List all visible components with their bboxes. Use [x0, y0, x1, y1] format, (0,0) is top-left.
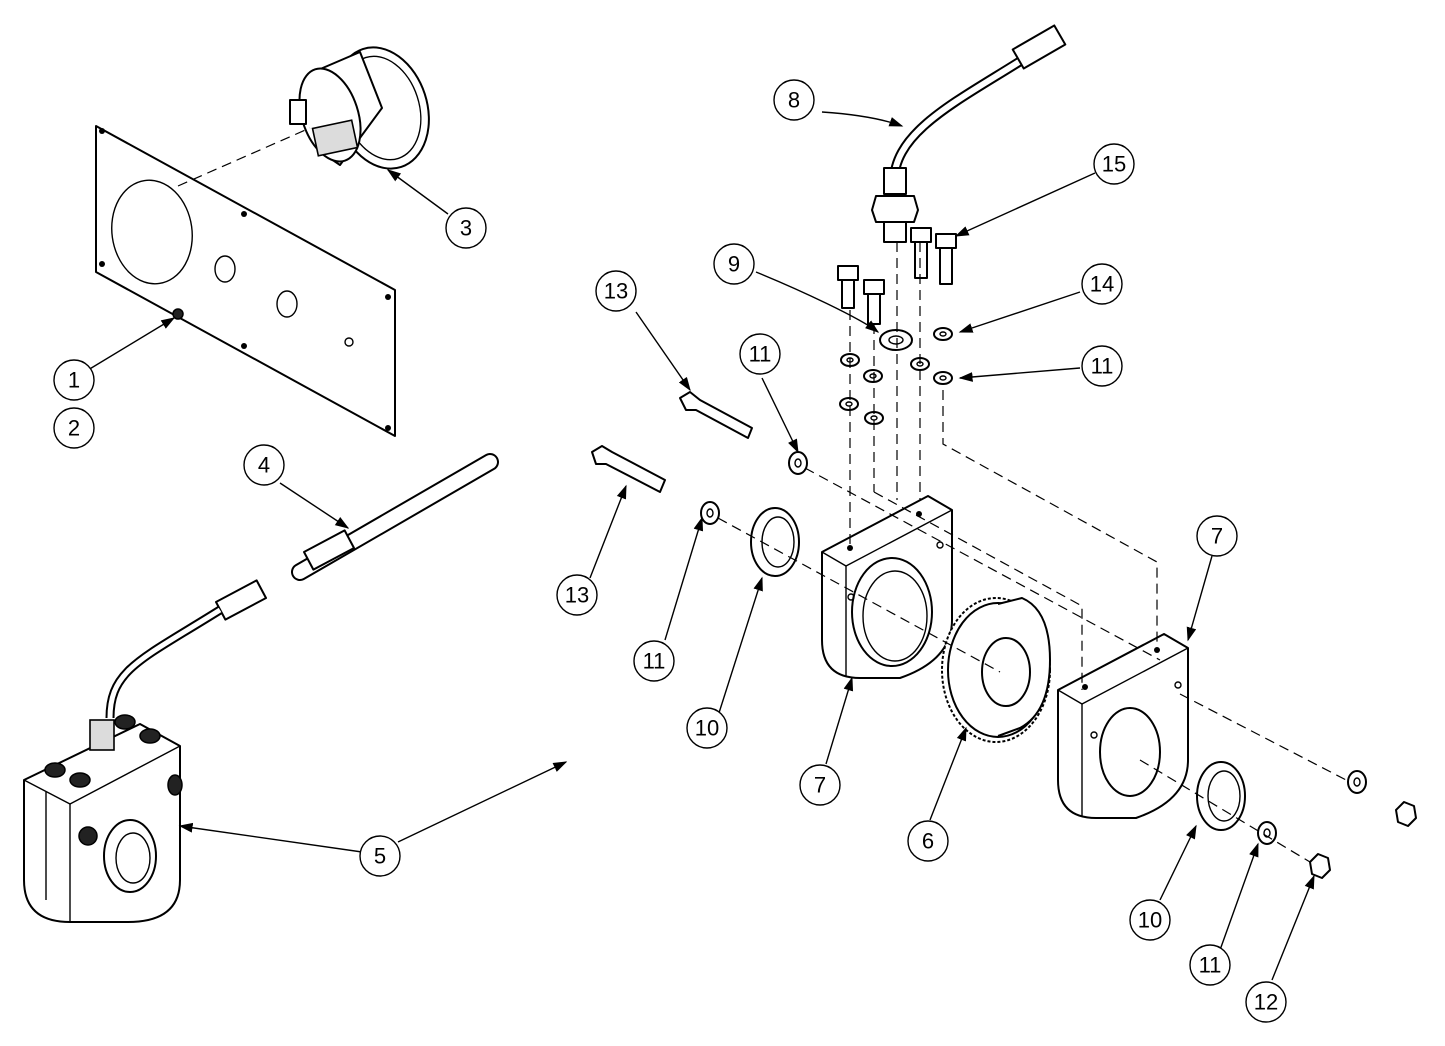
- callout-7-left: 7: [799, 764, 841, 806]
- callout-2: 2: [53, 407, 95, 449]
- svg-text:14: 14: [1090, 272, 1114, 297]
- long-bolts: [591, 391, 753, 493]
- svg-text:10: 10: [1138, 908, 1162, 933]
- callout-7-right: 7: [1196, 515, 1238, 557]
- callout-13-lower: 13: [556, 574, 598, 616]
- callout-1: 1: [53, 359, 95, 401]
- svg-text:5: 5: [374, 844, 386, 869]
- callout-15: 15: [1093, 143, 1135, 185]
- extension-cable: [105, 453, 499, 719]
- cap-screws: [837, 227, 957, 325]
- callout-11-lower-right: 11: [1189, 944, 1231, 986]
- alignment-lines: [177, 127, 1351, 863]
- svg-text:6: 6: [922, 829, 934, 854]
- svg-text:1: 1: [68, 368, 80, 393]
- svg-text:11: 11: [749, 342, 772, 367]
- callout-8: 8: [773, 79, 815, 121]
- svg-text:2: 2: [68, 416, 80, 441]
- gauge-meter: [289, 46, 430, 170]
- hex-nuts: [1309, 801, 1417, 879]
- svg-text:9: 9: [728, 252, 740, 277]
- svg-text:4: 4: [258, 453, 270, 478]
- callout-4: 4: [243, 444, 285, 486]
- tone-gear: [941, 597, 1051, 743]
- callout-10-left: 10: [686, 707, 728, 749]
- svg-text:7: 7: [814, 773, 826, 798]
- svg-text:11: 11: [1091, 354, 1114, 379]
- callout-10-right: 10: [1129, 899, 1171, 941]
- callout-12: 12: [1245, 981, 1287, 1023]
- callout-3: 3: [445, 207, 487, 249]
- left-bearing-bracket: [821, 495, 953, 679]
- flat-washers: [700, 451, 1367, 845]
- leader-lines: [87, 111, 1315, 981]
- mounting-plate: [95, 125, 396, 437]
- callout-6: 6: [907, 820, 949, 862]
- callout-13-upper: 13: [595, 270, 637, 312]
- svg-text:10: 10: [695, 716, 719, 741]
- callout-11-mid-left: 11: [633, 640, 675, 682]
- svg-text:8: 8: [788, 88, 800, 113]
- svg-text:13: 13: [565, 583, 589, 608]
- callout-5: 5: [359, 835, 401, 877]
- svg-text:7: 7: [1211, 524, 1223, 549]
- svg-text:11: 11: [1199, 953, 1222, 978]
- svg-text:3: 3: [460, 216, 472, 241]
- svg-text:11: 11: [643, 649, 666, 674]
- speed-sensor-with-cable: [871, 24, 1067, 243]
- callout-11-upper-right: 11: [1081, 345, 1123, 387]
- svg-text:12: 12: [1254, 990, 1278, 1015]
- svg-text:13: 13: [604, 279, 628, 304]
- callout-9: 9: [713, 243, 755, 285]
- right-bearing-bracket: [1057, 633, 1189, 819]
- sensor-housing-assembly: [23, 714, 183, 923]
- callout-11-upper-left: 11: [739, 333, 781, 375]
- washers-column: [839, 327, 953, 425]
- seals: [750, 507, 1246, 831]
- callout-14: 14: [1081, 263, 1123, 305]
- svg-text:15: 15: [1102, 152, 1126, 177]
